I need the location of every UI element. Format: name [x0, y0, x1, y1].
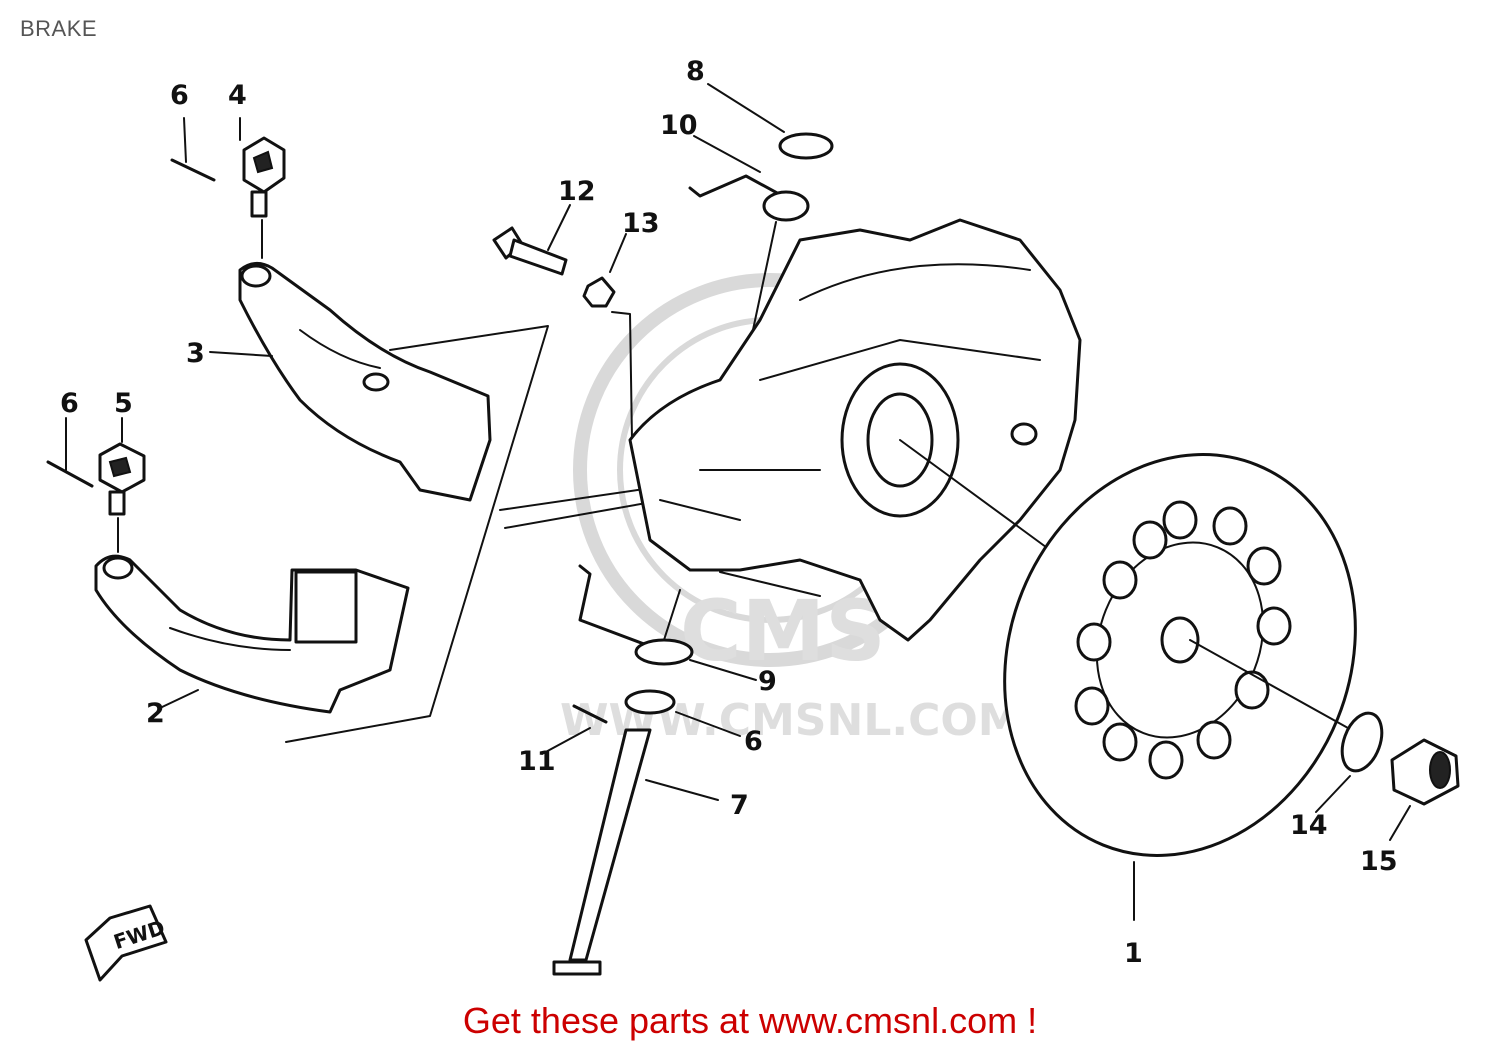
callout-10: 10 — [660, 110, 698, 141]
part-6-pin-lower[interactable] — [46, 460, 94, 488]
part-11-cotter-pin[interactable] — [572, 704, 608, 724]
callout-4: 4 — [228, 80, 247, 111]
callout-6b: 6 — [60, 388, 79, 419]
part-6-washer[interactable] — [624, 689, 676, 715]
part-15-nut[interactable] — [1390, 738, 1460, 806]
part-9-clip[interactable] — [578, 564, 694, 666]
part-1-brake-disc[interactable] — [946, 401, 1415, 909]
callout-3: 3 — [186, 338, 205, 369]
callout-2: 2 — [146, 698, 165, 729]
part-2-lower-arm[interactable] — [94, 554, 410, 714]
callout-12: 12 — [558, 176, 596, 207]
part-5-nut[interactable] — [98, 442, 146, 516]
part-3-upper-arm[interactable] — [238, 262, 492, 502]
callout-11: 11 — [518, 746, 556, 777]
part-6-pin-top[interactable] — [170, 158, 216, 182]
callout-15: 15 — [1360, 846, 1398, 877]
part-7-shaft[interactable] — [552, 728, 652, 976]
fwd-arrow-icon: FWD — [84, 904, 168, 982]
callout-1: 1 — [1124, 938, 1143, 969]
callout-6a: 6 — [170, 80, 189, 111]
footer-link[interactable]: Get these parts at www.cmsnl.com ! — [0, 1000, 1500, 1042]
part-10-clip[interactable] — [688, 174, 810, 222]
brake-exploded-diagram: CMS WWW.CMSNL.COM — [46, 56, 1460, 982]
callout-7: 7 — [730, 790, 749, 821]
page-title: BRAKE — [20, 16, 98, 41]
caliper-housing[interactable] — [628, 218, 1082, 642]
footer-link-text[interactable]: Get these parts at www.cmsnl.com ! — [462, 1000, 1038, 1041]
part-13-nut[interactable] — [582, 276, 616, 308]
callout-8: 8 — [686, 56, 705, 87]
part-4-nut[interactable] — [242, 136, 286, 218]
callout-6c: 6 — [744, 726, 763, 757]
callout-14: 14 — [1290, 810, 1328, 841]
part-14-washer[interactable] — [1335, 708, 1389, 777]
callout-5: 5 — [114, 388, 133, 419]
callout-9: 9 — [758, 666, 777, 697]
part-8-washer[interactable] — [778, 132, 834, 160]
part-12-bolt[interactable] — [492, 226, 568, 276]
watermark-brand: CMS — [680, 582, 886, 680]
callout-13: 13 — [622, 208, 660, 239]
